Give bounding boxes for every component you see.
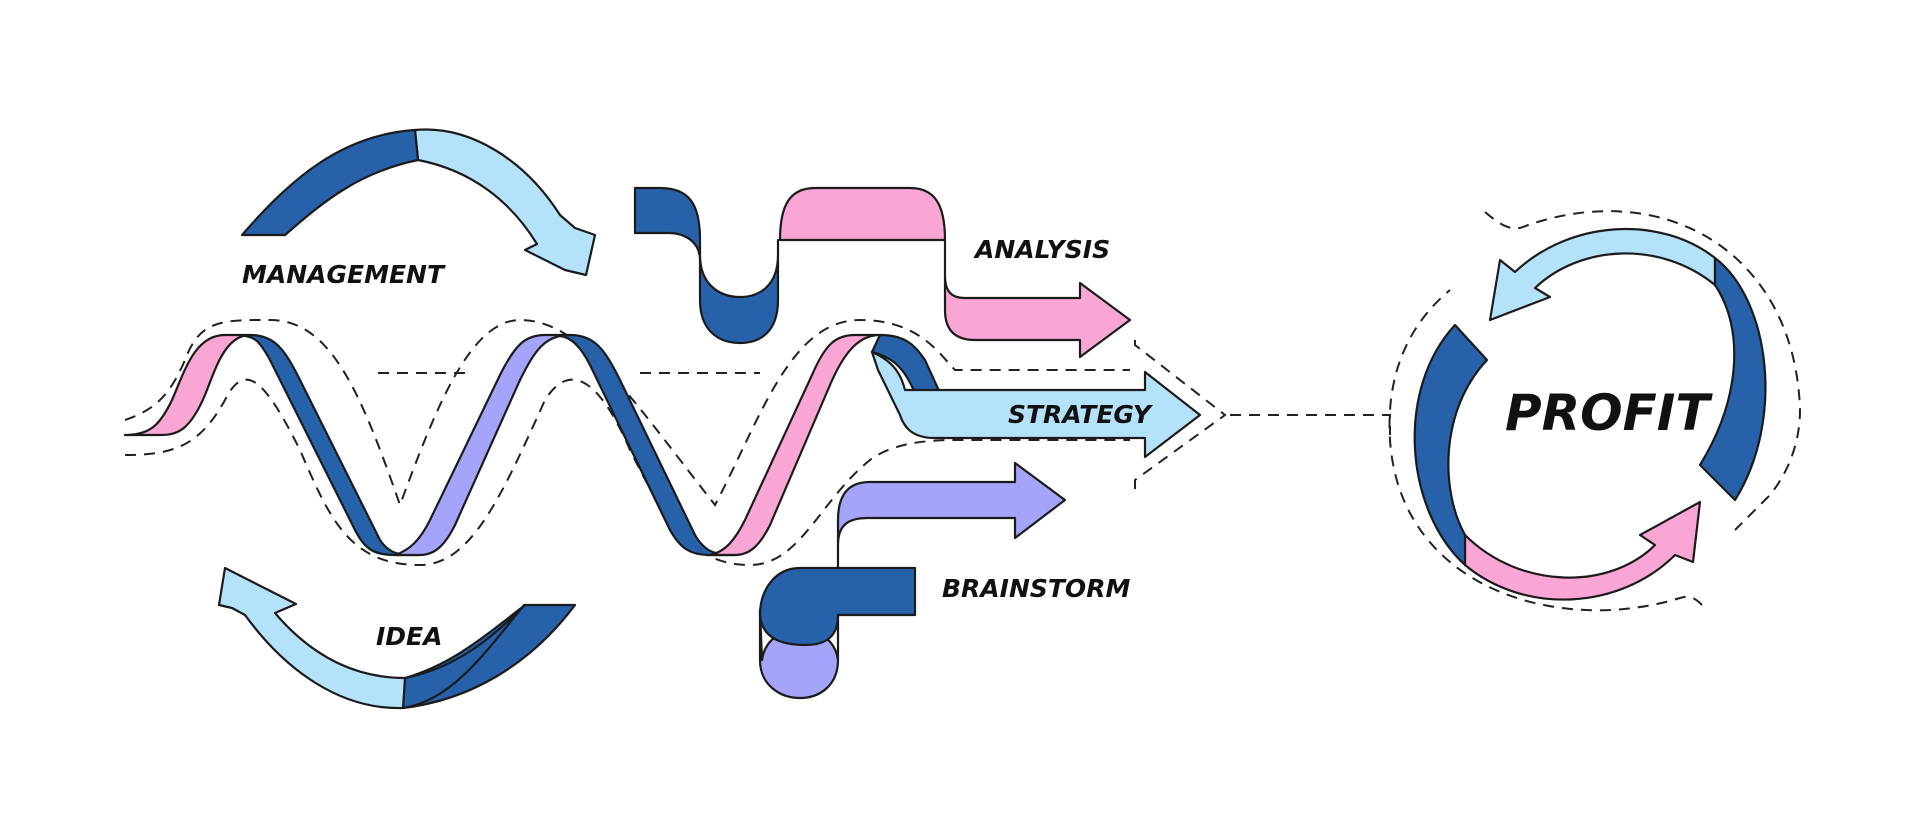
profit-ring-top (1484, 210, 1802, 531)
idea-arrow-light-half (217, 566, 407, 710)
wave-segment-lavender (393, 333, 572, 557)
analysis-ribbon-navy (633, 186, 780, 345)
strategy-arrow-body (870, 350, 1202, 459)
strategy-arrow-icon (870, 350, 1202, 459)
label-brainstorm: BRAINSTORM (942, 574, 1130, 603)
brainstorm-arrow-icon (758, 461, 1067, 700)
labels: MANAGEMENT IDEA ANALYSIS STRATEGY BRAINS… (242, 235, 1713, 651)
profit-arrow-bottom (1463, 500, 1702, 601)
profit-ring-bottom (1388, 289, 1703, 612)
label-profit: PROFIT (1505, 384, 1713, 442)
label-idea: IDEA (376, 622, 442, 651)
profit-arc-left (1413, 323, 1489, 567)
label-analysis: ANALYSIS (973, 235, 1110, 264)
wave-segment-navy-1 (243, 333, 422, 557)
idea-arrow-dark-half (401, 603, 577, 710)
ribbon-envelope-top (124, 318, 1130, 508)
profit-connector (1230, 414, 1391, 435)
idea-arrow-icon (217, 566, 577, 710)
management-arrow-light-half (413, 128, 597, 277)
label-strategy: STRATEGY (1008, 400, 1154, 429)
analysis-ribbon-pink (778, 186, 1132, 359)
main-wave-ribbon (123, 333, 942, 557)
label-management: MANAGEMENT (242, 260, 446, 289)
profit-cycle-icon (1413, 227, 1767, 601)
brainstorm-ribbon-navy (758, 566, 917, 647)
management-arrow-dark-half (240, 128, 420, 237)
wave-segment-navy-2 (558, 333, 737, 557)
profit-arrow-top (1488, 227, 1717, 322)
analysis-arrow-icon (633, 186, 1132, 359)
wave-segment-pink-1 (123, 333, 252, 437)
dashed-arrow-head (1134, 340, 1227, 490)
dashed-guides (124, 210, 1802, 612)
wave-segment-pink-2 (708, 333, 882, 557)
profit-arc-right (1698, 256, 1767, 502)
ribbon-envelope-bottom (124, 378, 1130, 567)
management-arrow-icon (240, 128, 597, 277)
